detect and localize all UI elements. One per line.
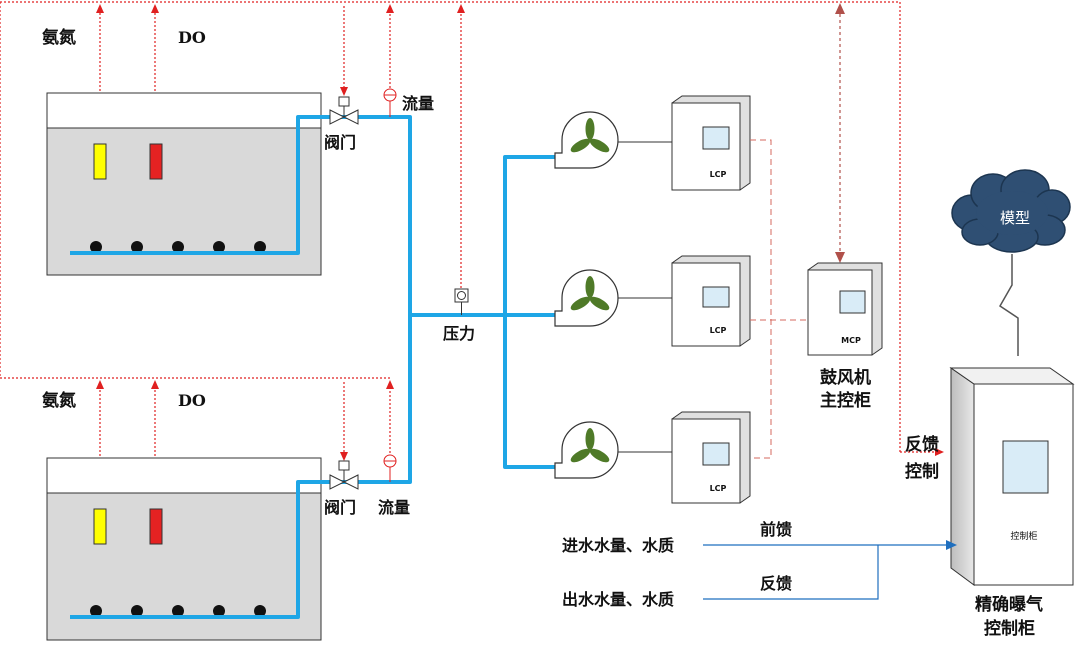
- lcp-cabinet-1: LCP: [671, 95, 751, 191]
- mcp-caption-line1: 鼓风机: [820, 367, 871, 388]
- blower-lcp-links: [618, 141, 672, 453]
- valve-top: [329, 96, 359, 125]
- outflow-label: 出水水量、水质: [562, 590, 674, 609]
- mcp-cabinet: MCP: [807, 262, 883, 356]
- do-label-top: DO: [178, 28, 206, 47]
- pressure-gauge: [454, 288, 469, 315]
- do-sensor: [149, 508, 163, 545]
- diffusers: [90, 241, 266, 253]
- inflow-label: 进水水量、水质: [562, 536, 674, 555]
- svg-text:LCP: LCP: [710, 170, 727, 179]
- lcp-mcp-links: [750, 139, 808, 459]
- do-label-bottom: DO: [178, 391, 206, 410]
- impeller-icon: [570, 118, 610, 153]
- blower-3: [554, 421, 619, 479]
- air-pipes: [70, 115, 555, 619]
- flow-meter-bottom: [383, 454, 397, 482]
- blower-2: [554, 269, 619, 327]
- blowers: [554, 111, 619, 479]
- svg-text:LCP: LCP: [710, 484, 727, 493]
- top-tank-signals: [96, 4, 465, 288]
- pressure-label: 压力: [443, 324, 475, 343]
- svg-text:LCP: LCP: [710, 326, 727, 335]
- ammonia-sensor: [93, 143, 107, 180]
- impeller-icon: [570, 428, 610, 463]
- flow-label-top: 流量: [402, 94, 434, 113]
- cabinet-caption-line1: 精确曝气: [975, 594, 1043, 615]
- impeller-icon: [570, 276, 610, 311]
- lcp-cabinet-3: LCP: [671, 411, 751, 504]
- precise-aeration-cabinet: 控制柜: [949, 367, 1075, 586]
- valve-bottom: [329, 460, 359, 490]
- svg-text:模型: 模型: [1000, 209, 1030, 227]
- bottom-tank: [46, 457, 322, 641]
- ammonia-label-top: 氨氮: [42, 27, 76, 48]
- model-cloud: 模型: [951, 169, 1071, 253]
- feedback-control-line2: 控制: [905, 461, 939, 482]
- valve-label-top: 阀门: [324, 133, 356, 152]
- feedforward-label: 前馈: [760, 520, 792, 539]
- ammonia-label-bottom: 氨氮: [42, 390, 76, 411]
- top-tank: [46, 92, 322, 276]
- signal-loop: [0, 1, 901, 452]
- cabinet-caption-line2: 控制柜: [984, 618, 1035, 639]
- svg-text:控制柜: 控制柜: [1010, 530, 1037, 542]
- feedback-label: 反馈: [760, 574, 792, 593]
- diffusers: [90, 605, 266, 617]
- do-sensor: [149, 143, 163, 180]
- mcp-caption-line2: 主控柜: [820, 390, 871, 411]
- ammonia-sensor: [93, 508, 107, 545]
- flow-meter-top: [383, 88, 397, 117]
- blower-1: [554, 111, 619, 169]
- feed-lines: [703, 540, 957, 600]
- svg-text:MCP: MCP: [841, 336, 861, 345]
- lcp-cabinet-2: LCP: [671, 255, 751, 347]
- feedback-control-line1: 反馈: [905, 434, 939, 455]
- valve-label-bottom: 阀门: [324, 498, 356, 517]
- flow-label-bottom: 流量: [378, 498, 410, 517]
- wireless-link-icon: [999, 254, 1019, 356]
